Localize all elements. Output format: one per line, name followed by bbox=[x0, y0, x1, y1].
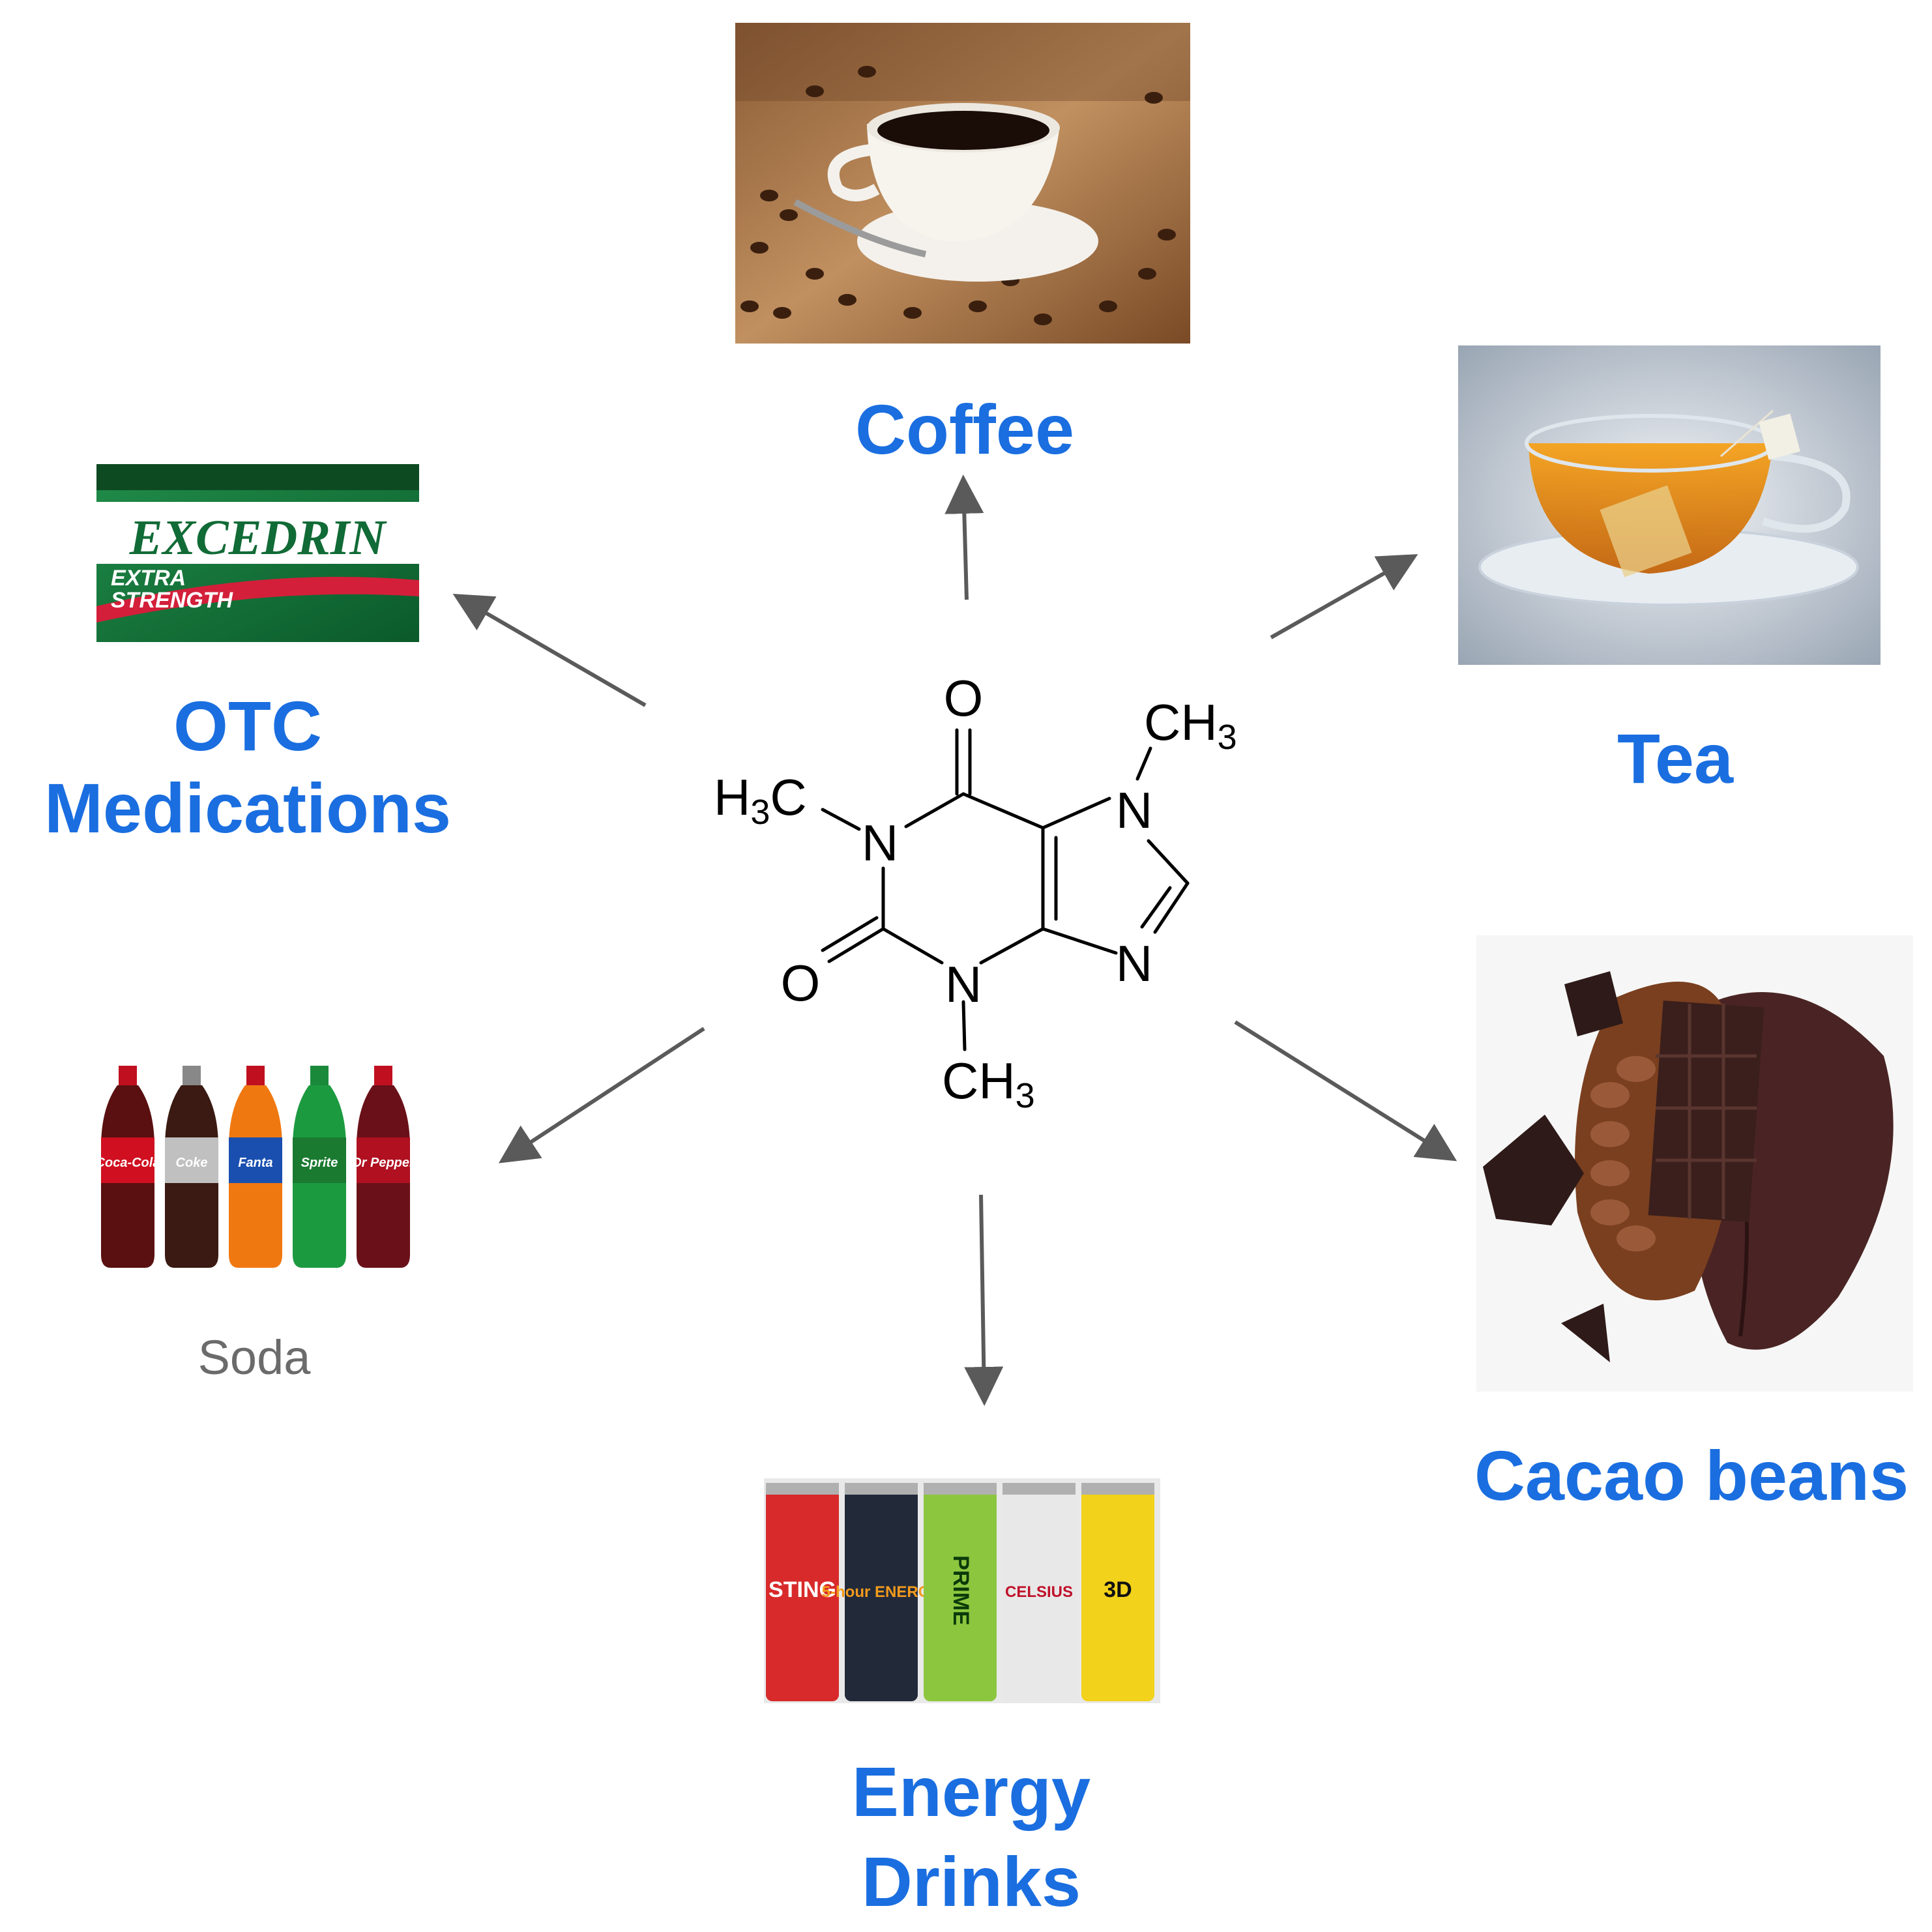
label-otc: OTC Medications bbox=[13, 691, 482, 843]
atom-n1: N bbox=[862, 814, 898, 871]
caffeine-molecule bbox=[821, 728, 1190, 1051]
energy-can-label: PRIME bbox=[948, 1555, 973, 1626]
excedrin-line1: EXTRA bbox=[111, 566, 186, 591]
arrow-to-cacao bbox=[1234, 1020, 1457, 1162]
energy-can: 3D bbox=[1081, 1483, 1154, 1701]
soda-bottles-photo: Coca-Cola Coke Fanta Sprite Dr Pepper bbox=[96, 1066, 415, 1268]
molecule-atoms: O O N N N N H3C CH3 CH3 bbox=[714, 669, 1237, 1115]
label-otc-line2: Medications bbox=[44, 768, 452, 847]
cacao-pod-chocolate-photo bbox=[1476, 935, 1913, 1392]
soda-bottle-label: Coca-Cola bbox=[96, 1156, 160, 1170]
atom-n7: N bbox=[1116, 782, 1152, 839]
energy-can: CELSIUS bbox=[1003, 1483, 1076, 1701]
label-energy: Energy Drinks bbox=[776, 1757, 1167, 1917]
atom-o-left: O bbox=[781, 954, 821, 1012]
energy-can: 5-hour ENERGY bbox=[822, 1483, 941, 1701]
soda-bottle: Coke bbox=[165, 1066, 218, 1268]
soda-bottle: Sprite bbox=[293, 1066, 346, 1268]
label-soda: Soda bbox=[198, 1330, 311, 1384]
label-tea: Tea bbox=[1617, 719, 1734, 798]
label-coffee: Coffee bbox=[855, 390, 1075, 469]
energy-can: STING bbox=[766, 1483, 839, 1701]
tea-cup-photo bbox=[1458, 345, 1881, 665]
atom-o-top: O bbox=[944, 669, 984, 727]
excedrin-box-photo: EXCEDRIN EXTRA STRENGTH bbox=[96, 464, 419, 642]
label-energy-line1: Energy bbox=[851, 1752, 1091, 1831]
energy-can-label: 5-hour ENERGY bbox=[822, 1583, 941, 1601]
energy-can-label: CELSIUS bbox=[1005, 1583, 1073, 1601]
excedrin-brand: EXCEDRIN bbox=[129, 510, 388, 565]
soda-bottle-label: Dr Pepper bbox=[352, 1156, 415, 1170]
energy-can-label: 3D bbox=[1104, 1577, 1132, 1602]
soda-bottle: Dr Pepper bbox=[352, 1066, 415, 1268]
coffee-cup-photo bbox=[735, 23, 1190, 344]
methyl-top-right: CH3 bbox=[1144, 694, 1237, 757]
label-energy-line2: Drinks bbox=[861, 1842, 1081, 1921]
atom-n9: N bbox=[1116, 935, 1152, 992]
arrow-to-tea bbox=[1270, 554, 1418, 639]
soda-bottle-label: Coke bbox=[176, 1156, 208, 1170]
soda-bottle-label: Fanta bbox=[238, 1156, 272, 1170]
arrow-to-soda bbox=[498, 1027, 705, 1164]
arrow-to-otc bbox=[452, 593, 647, 707]
arrow-to-energy bbox=[964, 1194, 1004, 1406]
soda-bottle-label: Sprite bbox=[301, 1156, 338, 1170]
methyl-left: H3C bbox=[714, 768, 807, 832]
label-cacao: Cacao beans bbox=[1474, 1436, 1909, 1515]
excedrin-line2: STRENGTH bbox=[111, 588, 233, 613]
soda-bottle: Fanta bbox=[229, 1066, 282, 1268]
methyl-bottom: CH3 bbox=[942, 1052, 1035, 1115]
energy-can-label: STING bbox=[768, 1577, 836, 1602]
arrows bbox=[452, 475, 1457, 1406]
soda-bottle: Coca-Cola bbox=[96, 1066, 160, 1268]
atom-n3: N bbox=[945, 956, 982, 1013]
energy-can: PRIME bbox=[924, 1483, 997, 1701]
label-otc-line1: OTC bbox=[173, 686, 322, 765]
arrow-to-coffee bbox=[944, 475, 984, 600]
